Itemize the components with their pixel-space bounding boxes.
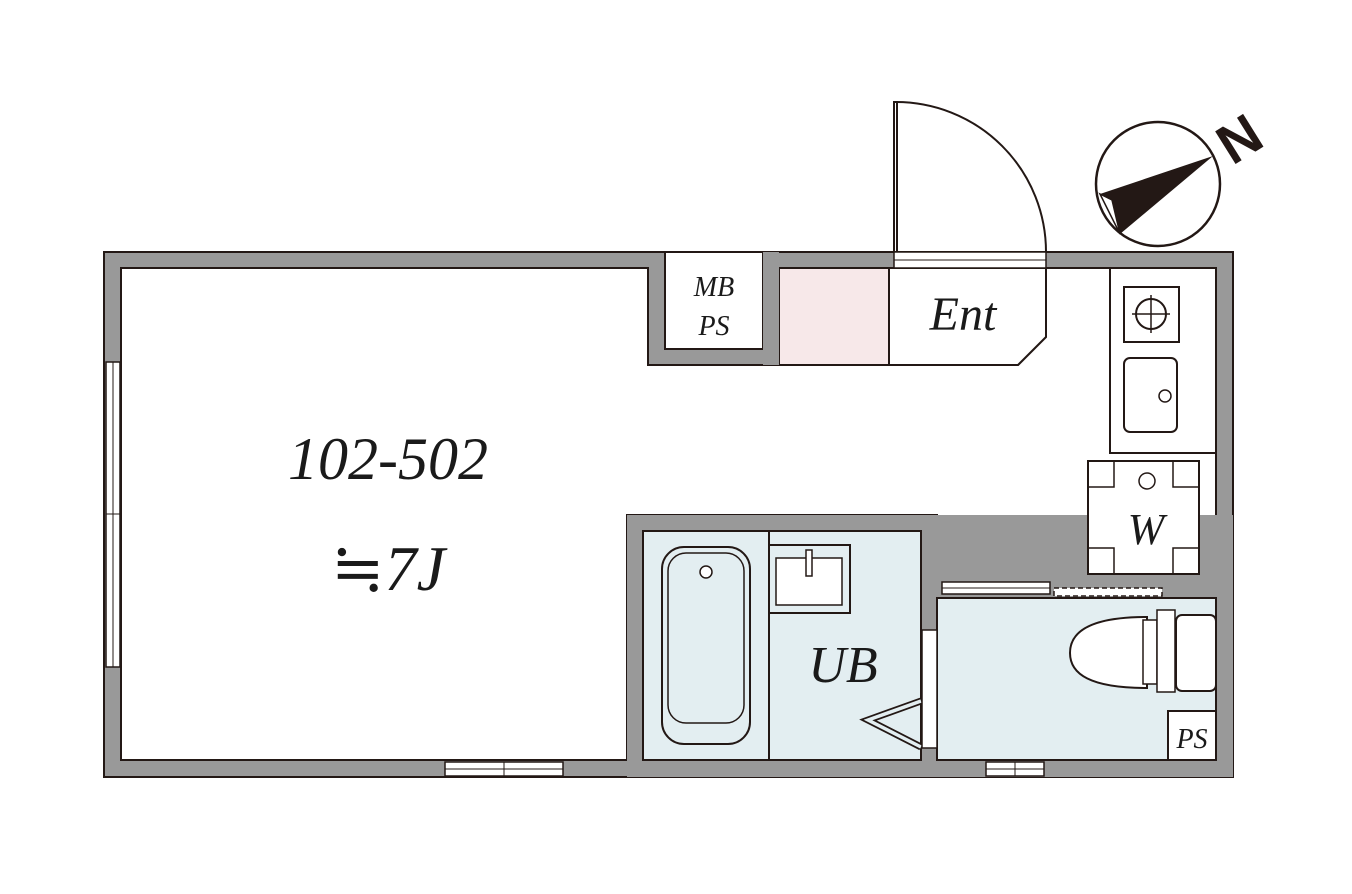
entrance-label: Ent bbox=[929, 288, 998, 341]
entrance-floor-tile bbox=[778, 267, 890, 366]
toilet-bowl bbox=[1068, 615, 1148, 690]
washer-drain bbox=[1138, 472, 1156, 490]
ps-label: PS bbox=[1175, 724, 1207, 755]
door-leaf bbox=[893, 101, 898, 253]
mbps-wall bbox=[763, 252, 779, 365]
tub-drain bbox=[699, 565, 713, 579]
bath-label: UB bbox=[808, 637, 877, 694]
room-area-label: ≒7J bbox=[331, 533, 448, 604]
washer-label: W bbox=[1128, 505, 1168, 554]
kitchen-sink bbox=[1123, 357, 1178, 433]
toilet-tank bbox=[1175, 614, 1217, 692]
mbps-label-line2: PS bbox=[697, 311, 729, 342]
mbps-label-line1: MB bbox=[693, 272, 734, 303]
door-swing-arc bbox=[895, 101, 1047, 253]
ps-shaft bbox=[1167, 710, 1217, 761]
unit-number-label: 102-502 bbox=[288, 426, 488, 492]
compass-icon bbox=[1094, 120, 1222, 248]
